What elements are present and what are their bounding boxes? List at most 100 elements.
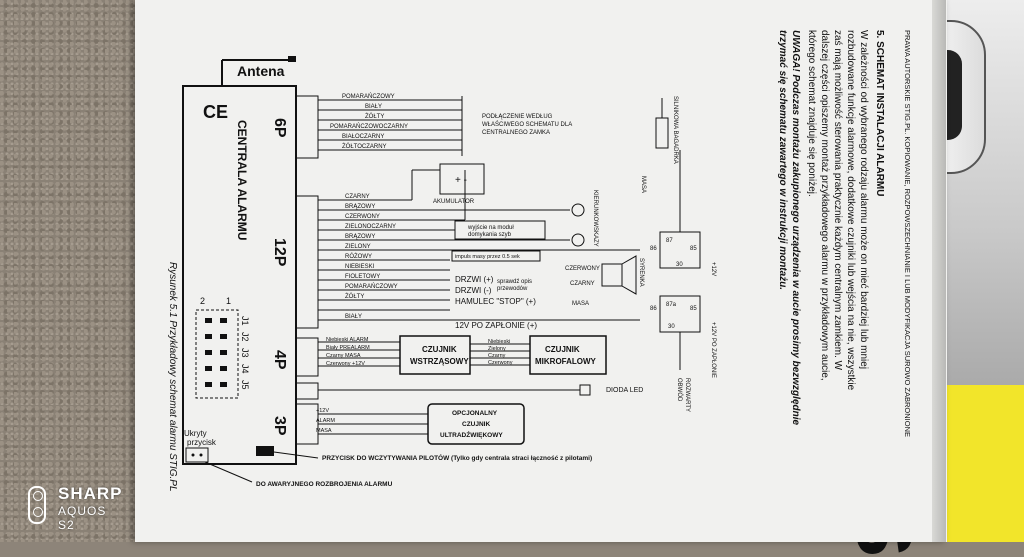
- micro-sensor-box: [529, 335, 607, 375]
- opt-l2: CZUJNIK: [462, 421, 490, 428]
- relay1-86: 86: [650, 246, 657, 252]
- wires-12p: [318, 169, 640, 321]
- learn-leader: [273, 451, 319, 459]
- hidden-button-l1: Ukryty: [184, 429, 207, 438]
- note6-2: WŁAŚCIWEGO SCHEMATU DLA: [482, 120, 572, 128]
- jumper-j3: J3: [240, 348, 250, 358]
- blinkers-label: KIERUNKOWSKAZY: [592, 190, 598, 247]
- door-note-1: sprawdź opis: [497, 279, 532, 285]
- fuse-icon: [655, 117, 669, 149]
- relay2-plus: +12V PO ZAPŁONIE: [710, 322, 716, 378]
- siren-icon: [601, 263, 623, 287]
- jumper-num-1: 1: [226, 296, 231, 306]
- opt-w2: ALARM: [316, 418, 335, 424]
- book-gutter: [932, 0, 946, 542]
- relay2-87a: 87a: [666, 302, 677, 308]
- red-label: CZERWONY: [565, 266, 600, 272]
- opt-l3: ULTRADŹWIĘKOWY: [440, 430, 503, 439]
- starter-label: SILNIKOWA BAGADRKA: [672, 96, 678, 164]
- camera-lens-icon: [28, 486, 46, 524]
- relay2-30: 30: [668, 324, 675, 330]
- starter-rel-1: ROZWARTY: [684, 378, 690, 412]
- unit-title: CENTRALA ALARMU: [235, 120, 249, 240]
- wire12-8: NIEBIESKI: [345, 264, 375, 270]
- wire12-12: BIAŁY: [345, 314, 362, 320]
- pulse-box: [451, 250, 541, 262]
- micro-l2: MIKROFALOWY: [535, 357, 597, 366]
- relay1-30: 30: [676, 262, 683, 268]
- wire12-5: BRĄZOWY: [345, 234, 375, 240]
- figure-caption: Rysunek 5.1 Przykładowy schemat alarmu S…: [167, 262, 178, 492]
- door-note-2: przewodów: [497, 286, 528, 292]
- emergency-label: DO AWARYJNEGO ROZBROJENIA ALARMU: [256, 481, 393, 488]
- shock-w4: Czerwony +12V: [326, 361, 365, 367]
- pulse-label: impuls masy przez 0.5 sek: [455, 254, 520, 260]
- relay1-85: 85: [690, 246, 697, 252]
- shock-l2: WSTRZĄSOWY: [410, 357, 469, 366]
- wire12-2: BRĄZOWY: [345, 204, 375, 210]
- wires-4p: [318, 341, 530, 367]
- jumper-num-2: 2: [200, 296, 205, 306]
- optional-sensor-box: [427, 403, 525, 445]
- wire12-10: POMARAŃCZOWY: [345, 283, 398, 290]
- micro-w2: Zielony: [488, 346, 506, 352]
- shock-w2: Biały PREALARM: [326, 345, 370, 351]
- jumper-j1: J1: [240, 316, 250, 326]
- watermark-brand: SHARP: [58, 484, 123, 503]
- shock-w1: Niebieski ALARM: [326, 337, 369, 343]
- note6-3: CENTRALNEGO ZAMKA: [482, 130, 550, 136]
- starter-mass: MASA: [640, 176, 646, 193]
- micro-w3: Czarny: [488, 353, 506, 359]
- para1-line1: W zależności od wybranego rodzaju alarmu…: [858, 30, 869, 369]
- wire12-3: CZERWONY: [345, 214, 380, 220]
- opt-l1: OPCJONALNY: [452, 410, 498, 417]
- black-label: CZARNY: [570, 281, 595, 287]
- handbrake-label: HAMULEC "STOP" (+): [455, 297, 536, 306]
- siren-label: SYRENKA: [638, 258, 644, 287]
- micro-l1: CZUJNIK: [545, 345, 580, 354]
- para1-line3: zaś mają możliwość sterowania praktyczni…: [832, 30, 843, 371]
- para2-line2: trzymać się schematu zawartego w instruk…: [777, 30, 788, 290]
- battery-pm: + -: [455, 175, 467, 186]
- shock-sensor-box: [399, 335, 471, 375]
- section-title: 5. SCHEMAT INSTALACJI ALARMU: [874, 30, 885, 196]
- relay-2: [659, 295, 701, 370]
- learn-button-label: PRZYCISK DO WCZYTYWANIA PILOTÓW (Tylko g…: [322, 453, 592, 462]
- shock-w3: Czarny MASA: [326, 353, 361, 359]
- hidden-button-l2: przycisk: [187, 438, 217, 447]
- wire6-3: ŻÓŁTY: [365, 113, 384, 120]
- opt-w3: MASA: [316, 428, 332, 434]
- starter-rel-2: OBWÓD: [676, 378, 683, 402]
- connector-4p: 4P: [271, 350, 288, 370]
- wires-3p: [318, 413, 428, 435]
- relay1-plus: +12V: [710, 262, 716, 276]
- jumper-j5: J5: [240, 380, 250, 390]
- led-icon: [579, 384, 591, 396]
- connector-6p: 6P: [271, 118, 288, 138]
- note6-1: PODŁĄCZENIE WEDŁUG: [482, 114, 553, 120]
- wire6-2: BIAŁY: [365, 104, 382, 110]
- door-neg: DRZWI (-): [455, 286, 492, 295]
- window-l2: domykania szyb: [468, 232, 512, 238]
- wire12-4: ZIELONOCZARNY: [345, 224, 396, 230]
- watermark-model: AQUOS S2: [58, 504, 107, 532]
- micro-w1: Niebieski: [488, 339, 510, 345]
- door-pos: DRZWI (+): [455, 275, 494, 284]
- connector-3p: 3P: [271, 416, 288, 436]
- ignition-label: 12V PO ZAPŁONIE (+): [455, 321, 537, 330]
- wire6-4: POMARAŃCZOWOCZARNY: [330, 123, 408, 130]
- battery-icon: [439, 163, 485, 195]
- micro-w4: Czerwony: [488, 360, 513, 366]
- wiring-diagram: PRAWA AUTORSKIE STIG.PL. KOPIOWANIE, ROZ…: [167, 30, 912, 492]
- led-label: DIODA LED: [606, 387, 643, 394]
- connector-12p: 12P: [271, 238, 288, 267]
- running-head: PRAWA AUTORSKIE STIG.PL. KOPIOWANIE, ROZ…: [903, 30, 912, 437]
- relay2-86: 86: [650, 306, 657, 312]
- relay1-87: 87: [666, 238, 673, 244]
- emergency-leader: [204, 461, 253, 483]
- relay2-85: 85: [690, 306, 697, 312]
- antenna-label: Antena: [237, 63, 285, 79]
- battery-label: AKUMULATOR: [433, 199, 475, 205]
- bulb-icon-2: [571, 233, 585, 247]
- wire12-11: ŻÓŁTY: [345, 293, 364, 300]
